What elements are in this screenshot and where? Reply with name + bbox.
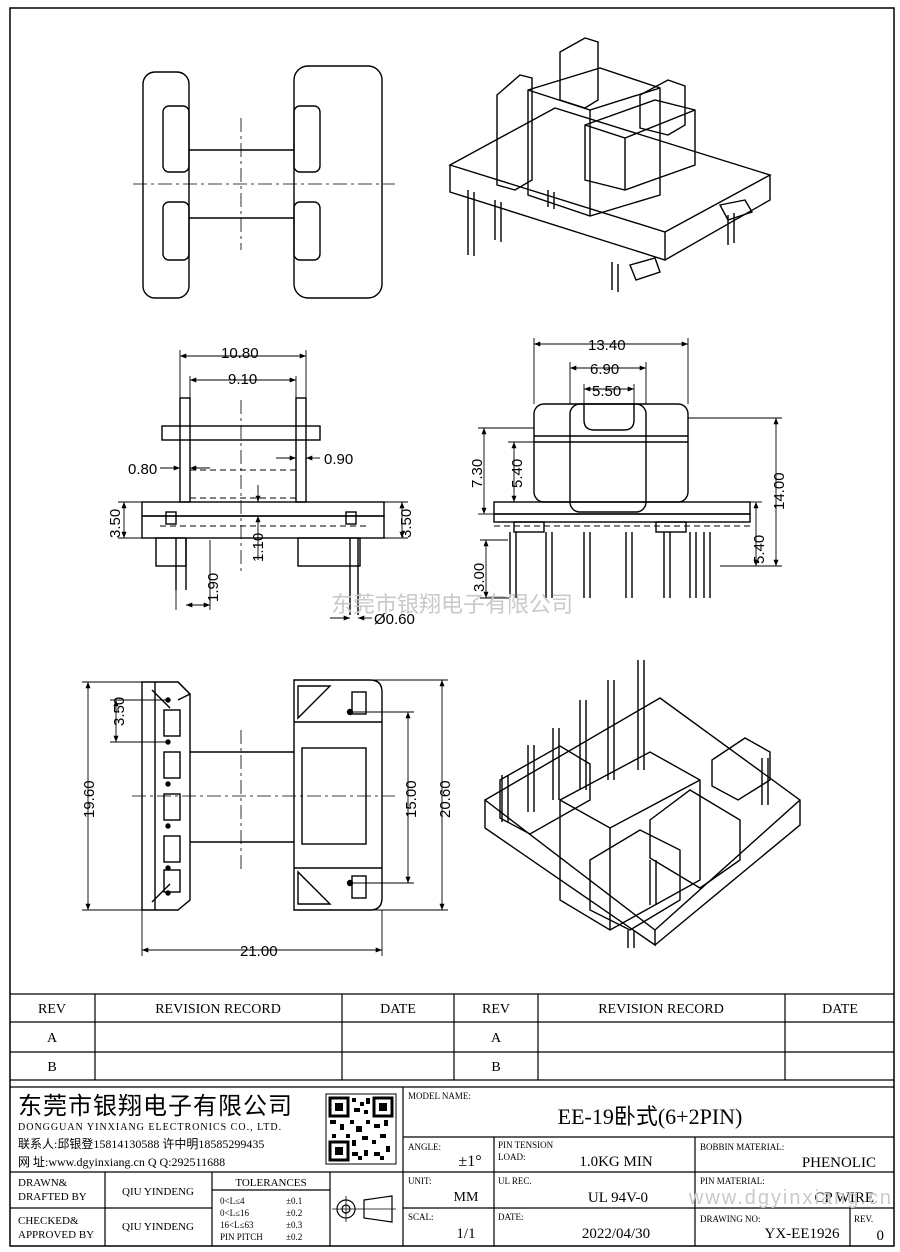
tol-value-4: ±0.2: [286, 1232, 302, 1242]
date-header-2: DATE: [822, 1002, 858, 1017]
dim-flange-right-label: 0.90: [324, 451, 353, 468]
tol-value-1: ±0.1: [286, 1196, 302, 1206]
tol-value-3: ±0.3: [286, 1220, 303, 1230]
date-header-1: DATE: [380, 1002, 416, 1017]
date-label: DATE:: [498, 1212, 524, 1222]
drawing-no-value: YX-EE1926: [765, 1226, 840, 1242]
bobbin-material-value: PHENOLIC: [802, 1155, 876, 1171]
checked-by-value: QIU YINDENG: [122, 1221, 194, 1233]
scale-value: 1/1: [456, 1226, 475, 1242]
unit-label: UNIT:: [408, 1176, 432, 1186]
dim-pin-offset-label: 1.90: [205, 573, 222, 602]
dim-window-height-label: 5.40: [509, 459, 526, 488]
dim-overall-width-label: 10.80: [221, 345, 259, 362]
rev-row-a-right: A: [491, 1031, 502, 1046]
dim-total-height-label: 14.00: [771, 472, 788, 510]
dim-inner-width-label: 9.10: [228, 371, 257, 388]
dim-window-width-label: 6.90: [590, 361, 619, 378]
watermark-website: www.dgyinxiang.cn: [688, 1187, 893, 1209]
dim-lower-height-label: 5.40: [751, 535, 768, 564]
company-name-cn: 东莞市银翔电子有限公司: [18, 1092, 293, 1120]
dim-front-overall-width-label: 13.40: [588, 337, 626, 354]
sheet-border: [9, 7, 895, 1247]
revision-table: REV REVISION RECORD DATE REV REVISION RE…: [10, 993, 894, 1081]
side-view: [141, 397, 385, 615]
dim-flange-left-label: 0.80: [128, 461, 157, 478]
ul-rec-value: UL 94V-0: [588, 1190, 648, 1206]
dim-overall-length-label: 21.00: [240, 943, 278, 960]
bottom-view-dimensions: [82, 679, 448, 956]
date-value: 2022/04/30: [582, 1226, 650, 1242]
tol-value-2: ±0.2: [286, 1208, 302, 1218]
revision-record-header-2: REVISION RECORD: [598, 1002, 724, 1017]
dim-center-height-label: 1.10: [250, 533, 267, 562]
ul-rec-label: UL REC.: [498, 1176, 532, 1186]
company-name-en: DONGGUAN YINXIANG ELECTRONICS CO., LTD.: [18, 1122, 282, 1133]
isometric-view-top: [448, 37, 772, 292]
drawing-no-label: DRAWING NO:: [700, 1214, 761, 1224]
dim-pitch-label: 3.50: [111, 697, 128, 726]
dim-base-right-label: 3.50: [398, 509, 415, 538]
dim-pin-diameter-label: Ø0.60: [374, 611, 415, 628]
pin-material-label: PIN MATERIAL:: [700, 1176, 765, 1186]
rev-row-b-left: B: [47, 1060, 56, 1075]
dim-upper-height-label: 7.30: [469, 459, 486, 488]
revision-record-header-1: REVISION RECORD: [155, 1002, 281, 1017]
tol-range-1: 0<L≤4: [220, 1196, 245, 1206]
scale-label: SCAL:: [408, 1212, 434, 1222]
rev-label: REV.: [854, 1214, 873, 1224]
qr-code: [325, 1093, 397, 1165]
dim-pin-length-label: 3.00: [471, 563, 488, 592]
top-view: [133, 65, 395, 299]
pin-material-value: CP WIRE: [814, 1190, 874, 1206]
rev-header-1: REV: [38, 1002, 66, 1017]
model-name-label: MODEL NAME:: [408, 1091, 471, 1101]
title-block: 东莞市银翔电子有限公司 DONGGUAN YINXIANG ELECTRONIC…: [10, 1086, 894, 1246]
angle-label: ANGLE:: [408, 1142, 441, 1152]
dim-left-height-label: 19.60: [81, 780, 98, 818]
drawn-label-line1: DRAWN&: [18, 1177, 68, 1189]
tol-range-4: PIN PITCH: [220, 1232, 263, 1242]
drawn-by-value: QIU YINDENG: [122, 1186, 194, 1198]
load-label: LOAD:: [498, 1152, 526, 1162]
tol-range-3: 16<L≤63: [220, 1220, 254, 1230]
watermark-company: 东莞市银翔电子有限公司: [331, 592, 573, 617]
rev-value: 0: [877, 1228, 885, 1244]
drawn-label-line2: DRAFTED BY: [18, 1191, 87, 1203]
pin-tension-label: PIN TENSION: [498, 1140, 554, 1150]
dim-core-width-label: 5.50: [592, 383, 621, 400]
company-website: 网 址:www.dgyinxiang.cn Q Q:292511688: [18, 1155, 225, 1169]
projection-symbol-icon: [332, 1195, 396, 1223]
checked-label-line2: APPROVED BY: [18, 1229, 94, 1241]
dim-base-left-label: 3.50: [107, 509, 124, 538]
bottom-view: [132, 679, 395, 911]
company-contact: 联系人:邱银登15814130588 许中明18585299435: [18, 1136, 264, 1151]
angle-value: ±1°: [458, 1153, 481, 1170]
front-view-dimensions: [478, 338, 782, 599]
tolerances-label: TOLERANCES: [235, 1177, 306, 1189]
dim-inner-span-label: 15.00: [403, 780, 420, 818]
bobbin-material-label: BOBBIN MATERIAL:: [700, 1142, 784, 1152]
front-view: [493, 403, 751, 598]
unit-value: MM: [454, 1190, 479, 1205]
tol-range-2: 0<L≤16: [220, 1208, 250, 1218]
load-value: 1.0KG MIN: [579, 1154, 652, 1170]
checked-label-line1: CHECKED&: [18, 1215, 79, 1227]
rev-header-2: REV: [482, 1002, 510, 1017]
model-name-value: EE-19卧式(6+2PIN): [558, 1104, 743, 1129]
rev-row-a-left: A: [47, 1031, 58, 1046]
isometric-view-bottom: [483, 660, 802, 948]
dim-right-height-label: 20.60: [437, 780, 454, 818]
side-view-dimensions: [118, 350, 408, 621]
rev-row-b-right: B: [491, 1060, 500, 1075]
